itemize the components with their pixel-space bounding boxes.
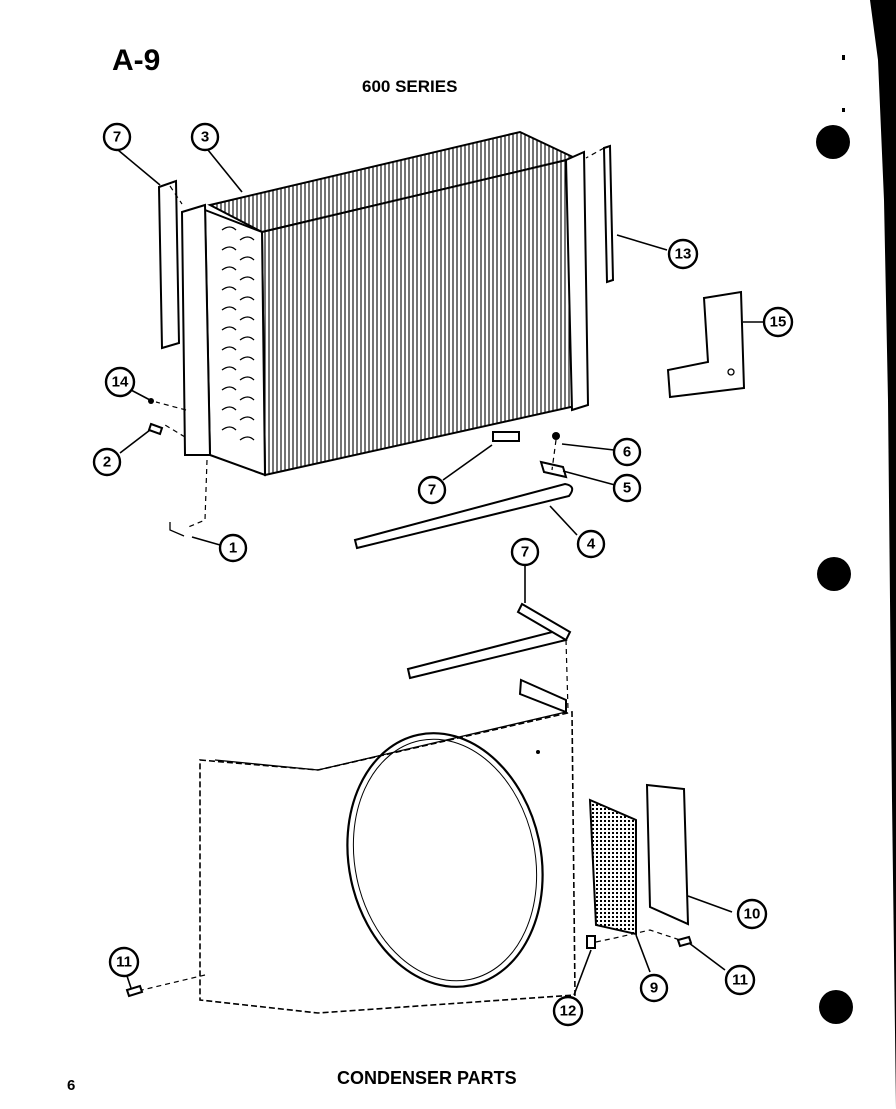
elbow-part-1 <box>169 522 185 537</box>
svg-text:15: 15 <box>770 314 787 331</box>
grille-screen <box>588 798 637 936</box>
svg-text:7: 7 <box>428 482 436 499</box>
callout-8: 7 <box>102 122 132 152</box>
condenser-coil <box>180 130 590 477</box>
callout-7-upper: 7 <box>417 475 447 505</box>
callout-11-left: 11 <box>108 946 140 978</box>
pad-part-7 <box>492 431 520 442</box>
filter-panel <box>645 783 690 926</box>
baffle-plate <box>666 290 746 399</box>
svg-text:11: 11 <box>116 954 132 971</box>
binder-hole-top <box>816 125 850 159</box>
right-coil-strip <box>602 144 615 284</box>
leader-lines <box>117 149 763 996</box>
callout-13: 13 <box>667 238 699 270</box>
callout-11-right: 11 <box>724 964 756 996</box>
callout-7-lower: 7 <box>510 537 540 567</box>
callout-1: 1 <box>218 533 248 563</box>
svg-text:4: 4 <box>587 536 596 553</box>
binder-hole-middle <box>817 557 851 591</box>
clip-part-5 <box>539 460 568 479</box>
margin-mark <box>842 55 845 60</box>
svg-text:5: 5 <box>623 480 631 497</box>
svg-text:11: 11 <box>732 972 748 989</box>
baffle-hole <box>727 368 735 376</box>
svg-text:12: 12 <box>560 1003 577 1020</box>
nut-part-6 <box>552 432 560 440</box>
callout-4: 4 <box>576 529 606 559</box>
svg-text:1: 1 <box>229 540 237 557</box>
callout-9: 9 <box>639 973 669 1003</box>
callout-12: 12 <box>552 995 584 1027</box>
figure-id: A-9 <box>112 44 160 77</box>
screw-part-11-right <box>676 935 693 948</box>
callout-14: 14 <box>104 366 136 398</box>
margin-mark <box>842 108 845 112</box>
svg-text:10: 10 <box>744 906 761 923</box>
fan-shroud <box>199 678 576 1014</box>
svg-text:7: 7 <box>521 544 529 561</box>
left-coil-bracket <box>157 179 181 350</box>
page-number: 6 <box>67 1077 75 1094</box>
callout-10: 10 <box>736 898 768 930</box>
svg-text:7: 7 <box>113 129 121 146</box>
callout-6: 6 <box>612 437 642 467</box>
fan-orifice <box>346 732 544 988</box>
drain-tube-part-4 <box>353 482 574 550</box>
screw-part-2 <box>147 422 164 436</box>
callout-3: 3 <box>190 122 220 152</box>
series-label: 600 SERIES <box>362 77 457 96</box>
shroud-top-flange <box>518 678 567 714</box>
binder-hole-bottom <box>819 990 853 1024</box>
screw-part-11-left <box>125 984 144 998</box>
callout-5: 5 <box>612 473 642 503</box>
svg-text:9: 9 <box>650 980 658 997</box>
callout-15: 15 <box>762 306 794 338</box>
svg-text:14: 14 <box>112 374 129 391</box>
svg-text:13: 13 <box>675 246 692 263</box>
callout-2: 2 <box>92 447 122 477</box>
svg-text:6: 6 <box>623 444 631 461</box>
angle-strip <box>406 628 568 680</box>
svg-text:3: 3 <box>201 129 209 146</box>
svg-text:2: 2 <box>103 454 111 471</box>
caption: CONDENSER PARTS <box>337 1068 517 1088</box>
clip-part-12 <box>586 935 596 949</box>
